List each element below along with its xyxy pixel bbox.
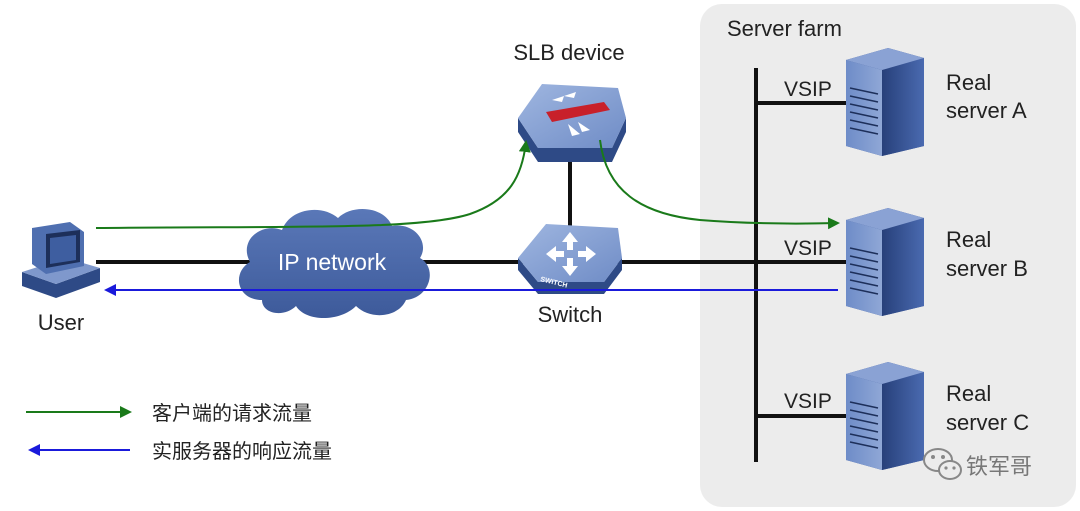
server-farm-title: Server farm	[727, 16, 842, 41]
server-b-name-line1: Real	[946, 227, 991, 252]
user-pc-icon	[22, 222, 100, 298]
ip-network-label: IP network	[278, 249, 387, 275]
user-label: User	[38, 310, 84, 335]
request-flow-to-slb	[95, 140, 531, 229]
vsip-label-a: VSIP	[784, 78, 832, 101]
vsip-label-b: VSIP	[784, 237, 832, 260]
server-b-icon	[846, 208, 924, 316]
watermark-text: 铁军哥	[966, 455, 1032, 480]
server-b-name-line2: server B	[946, 256, 1028, 281]
server-c-name-line2: server C	[946, 410, 1029, 435]
legend-response-label: 实服务器的响应流量	[152, 439, 332, 463]
wechat-icon	[923, 448, 962, 480]
server-c-icon	[846, 362, 924, 470]
server-a-name-line1: Real	[946, 70, 991, 95]
vsip-label-c: VSIP	[784, 390, 832, 413]
server-a-name-line2: server A	[946, 98, 1027, 123]
server-a-icon	[846, 48, 924, 156]
slb-label: SLB device	[513, 40, 624, 65]
slb-device-icon	[518, 84, 626, 162]
server-c-name-line1: Real	[946, 381, 991, 406]
request-flow-to-server-b	[599, 139, 840, 230]
legend-request-label: 客户端的请求流量	[152, 401, 312, 425]
switch-label: Switch	[538, 302, 603, 327]
switch-icon	[518, 224, 622, 294]
